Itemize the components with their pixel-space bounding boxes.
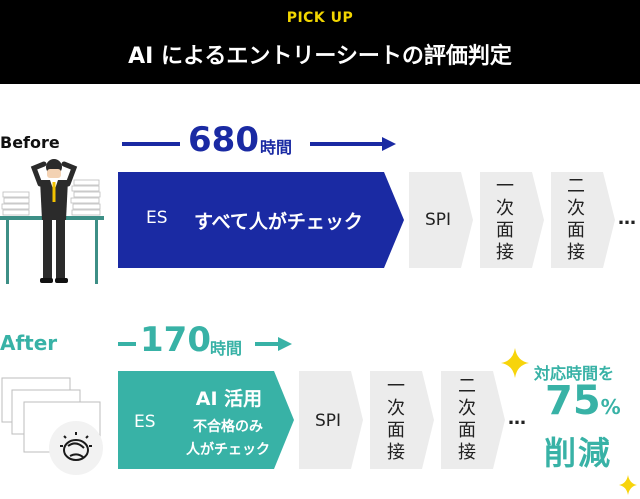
before-es-prefix: ES xyxy=(146,208,168,228)
after-time-number: 170 xyxy=(140,320,211,360)
before-time-line-left xyxy=(122,142,180,146)
after-spi-label: SPI xyxy=(314,411,342,431)
after-es-sub1: 不合格のみ xyxy=(193,419,263,435)
stressed-worker-illustration-icon xyxy=(0,159,104,284)
after-arrowhead-icon xyxy=(278,337,292,351)
before-arrowhead-icon xyxy=(382,137,396,151)
before-first-interview-label: 一次面接 xyxy=(496,176,514,263)
before-es-text: すべて人がチェック xyxy=(194,211,363,233)
after-es-sub2: 人がチェック xyxy=(186,442,270,458)
pickup-kicker: PICK UP xyxy=(286,10,354,26)
sparkle-icon xyxy=(501,348,529,378)
before-first-interview-stage xyxy=(480,172,544,268)
before-time-number: 680 xyxy=(188,120,259,160)
before-label: Before xyxy=(0,133,60,152)
after-es-stage xyxy=(118,371,294,469)
result-percent-group: 75% xyxy=(545,378,637,424)
result-line3: 削減 xyxy=(544,434,613,472)
before-ellipsis: … xyxy=(618,208,636,229)
result-percent: 75 xyxy=(545,378,601,424)
after-second-interview-label: 二次面接 xyxy=(458,376,476,463)
before-second-interview-label: 二次面接 xyxy=(567,176,585,263)
after-label: After xyxy=(0,331,58,355)
result-percent-sign: % xyxy=(600,395,621,419)
before-spi-stage xyxy=(409,172,473,268)
after-second-interview-stage xyxy=(441,371,505,469)
page-title: AI によるエントリーシートの評価判定 xyxy=(128,44,512,69)
after-ellipsis: … xyxy=(508,408,526,429)
sparkle-small-icon xyxy=(619,475,637,495)
before-es-stage xyxy=(118,172,404,268)
after-time-line-left xyxy=(118,342,136,346)
after-time-line-right xyxy=(255,342,279,346)
before-time-unit: 時間 xyxy=(260,138,293,157)
after-first-interview-stage xyxy=(370,371,434,469)
header-banner: PICK UP AI によるエントリーシートの評価判定 xyxy=(0,0,640,84)
before-spi-label: SPI xyxy=(424,210,452,230)
before-time-line-right xyxy=(310,142,382,146)
document-stack-ai-illustration-icon xyxy=(1,377,103,475)
after-first-interview-label: 一次面接 xyxy=(387,376,405,463)
before-second-interview-stage xyxy=(551,172,615,268)
after-time-unit: 時間 xyxy=(210,339,243,358)
after-es-title: AI 活用 xyxy=(195,388,263,410)
result-line1: 対応時間を xyxy=(534,364,615,383)
after-es-prefix: ES xyxy=(134,412,156,432)
after-spi-stage xyxy=(299,371,363,469)
